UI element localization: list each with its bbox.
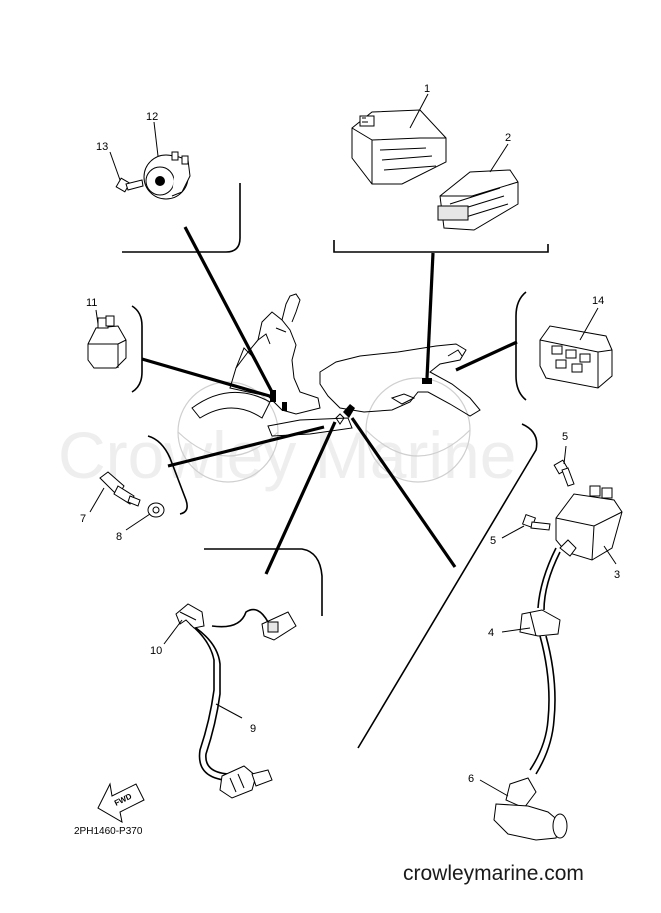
callout-2: 2	[505, 132, 511, 144]
group-frames	[122, 183, 549, 749]
callout-4: 4	[488, 627, 494, 639]
callout-5-lower: 5	[490, 535, 496, 547]
forward-arrow-icon: FWD	[97, 782, 145, 823]
temperature-sensor	[99, 471, 141, 507]
ignition-coil	[555, 485, 623, 561]
oxygen-sensor-cable	[189, 608, 269, 781]
oxygen-sensor-tip	[219, 765, 273, 799]
horn-bolt	[115, 177, 144, 193]
callout-12: 12	[146, 111, 158, 123]
diagram-code: 2PH1460-P370	[74, 826, 143, 837]
callout-13: 13	[96, 141, 108, 153]
callout-numbers: 1 2 3 4 5 5 6 7 8 9 10 11 12 13 14	[80, 83, 620, 785]
sensor-clamp	[175, 603, 205, 629]
sealing-washer	[147, 502, 165, 518]
scooter-silhouette	[177, 293, 481, 483]
callout-8: 8	[116, 531, 122, 543]
spark-plug-cap	[493, 777, 568, 841]
fuse-box	[539, 325, 613, 389]
callout-9: 9	[250, 723, 256, 735]
callout-14: 14	[592, 295, 604, 307]
callout-leaders	[89, 93, 617, 797]
callout-6: 6	[468, 773, 474, 785]
callout-5-upper: 5	[562, 431, 568, 443]
relay	[87, 315, 127, 369]
website-label[interactable]: crowleymarine.com	[403, 862, 584, 885]
callout-7: 7	[80, 513, 86, 525]
lead-clamp	[519, 609, 561, 637]
oxygen-sensor-connector	[261, 611, 297, 641]
coil-bolt-lower	[521, 513, 551, 531]
callout-11: 11	[86, 297, 97, 309]
callout-1: 1	[424, 83, 430, 95]
ecu-module-2	[437, 169, 519, 231]
callout-10: 10	[150, 645, 162, 657]
ecu-unit	[351, 109, 447, 185]
horn	[143, 151, 191, 200]
watermark-text: Crowley Marine	[58, 418, 516, 492]
coil-bolt-upper	[553, 459, 575, 487]
spark-plug-lead	[529, 547, 561, 775]
callout-3: 3	[614, 569, 620, 581]
